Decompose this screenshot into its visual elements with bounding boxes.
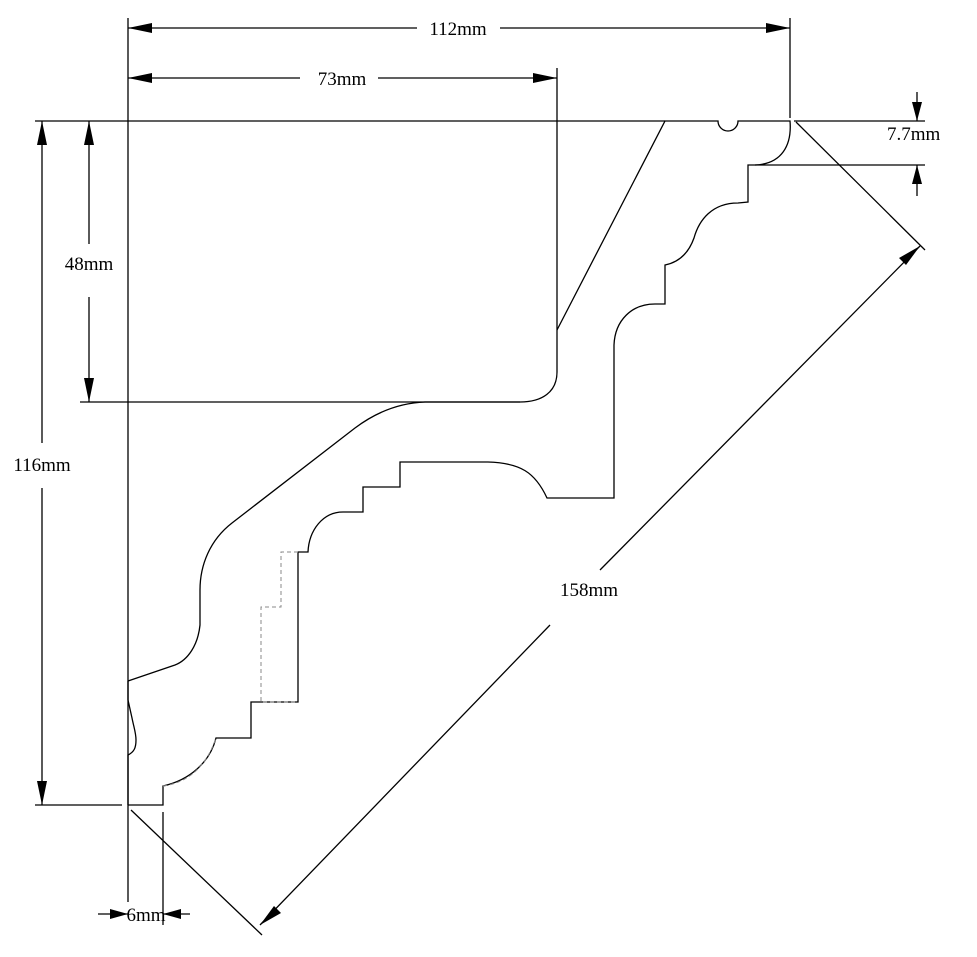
extension-line-diagonal-top: [795, 121, 926, 251]
arrowhead: [37, 781, 47, 805]
hidden-lines: [162, 551, 298, 787]
dimension-line-diagonal-lower: [259, 624, 551, 926]
arrowhead: [84, 121, 94, 145]
profile-outline-front-face: [127, 330, 558, 682]
arrowhead: [128, 73, 152, 83]
dimension-total-height: 116mm: [13, 121, 71, 805]
dimension-diagonal: 158mm: [259, 245, 921, 926]
dimension-block-height: 48mm: [65, 121, 114, 402]
dimension-label-block-height: 48mm: [65, 254, 114, 275]
arrowhead: [128, 23, 152, 33]
dimension-label-diagonal: 158mm: [560, 580, 618, 601]
hidden-step-outline: [260, 551, 298, 703]
dimension-label-bottom-foot: 6mm: [126, 905, 165, 926]
extension-line-diagonal-bottom: [130, 809, 263, 936]
dimension-label-total-width: 112mm: [429, 19, 487, 40]
arrowhead: [766, 23, 790, 33]
dimension-label-total-height: 116mm: [13, 455, 71, 476]
profile-outline-top-back: [128, 120, 791, 806]
arrowhead: [163, 909, 181, 919]
extension-lines: [35, 18, 926, 936]
arrowhead: [110, 909, 128, 919]
cornice-profile: [127, 120, 791, 806]
arrowhead: [533, 73, 557, 83]
arrowhead: [37, 121, 47, 145]
profile-outline-bottom-bead: [127, 681, 137, 805]
dimension-label-block-width: 73mm: [318, 69, 367, 90]
arrowhead: [899, 246, 920, 265]
dimension-line-diagonal-upper: [599, 245, 921, 571]
dimension-bottom-foot: 6mm: [98, 905, 190, 926]
dimension-label-top-step: 7.7mm: [887, 124, 941, 145]
dimension-top-step: 7.7mm: [887, 92, 941, 196]
arrowhead: [260, 906, 281, 925]
hidden-bead-arc: [162, 737, 217, 787]
arrowhead: [912, 102, 922, 121]
arrowhead: [912, 165, 922, 184]
arrowhead: [84, 378, 94, 402]
dimension-block-width: 73mm: [128, 69, 557, 90]
dimension-total-width: 112mm: [128, 19, 790, 40]
